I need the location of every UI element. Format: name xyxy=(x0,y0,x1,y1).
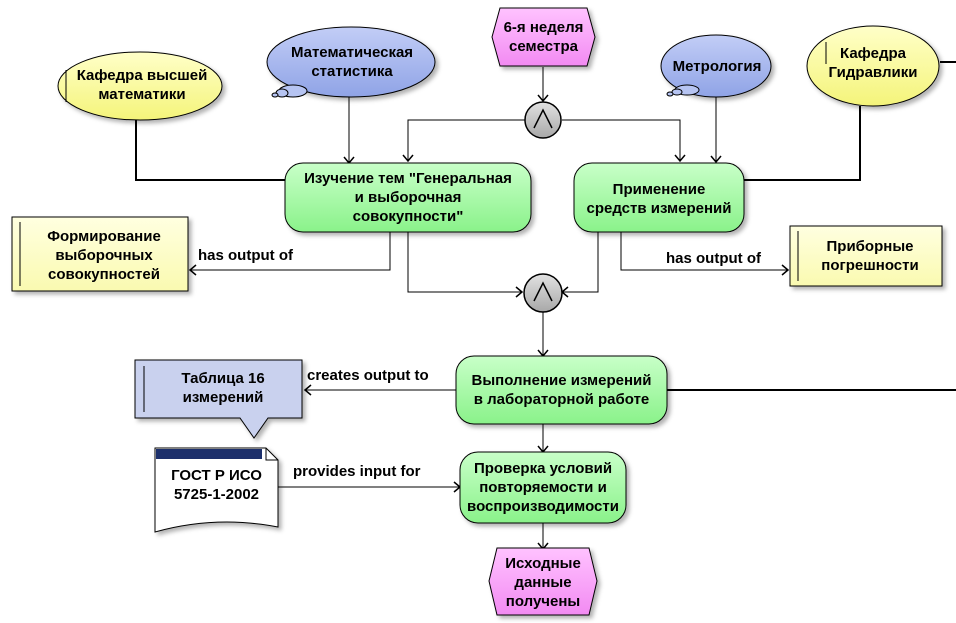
application-stat[interactable] xyxy=(266,26,436,98)
arrow-into-op2-left xyxy=(515,286,524,298)
arrow-into-study-op xyxy=(402,154,414,163)
document-gost-corner xyxy=(265,448,278,461)
document-gost-shape[interactable] xyxy=(154,447,279,533)
edge-study-to-op2 xyxy=(407,232,522,293)
arrow-into-errors xyxy=(781,264,790,276)
edge-study-to-samples xyxy=(190,232,391,271)
arrow-into-samples xyxy=(188,264,197,276)
application-metro-shape[interactable] xyxy=(660,34,772,98)
edge-label-has-output-left: has output of xyxy=(198,247,293,264)
edge-apply-to-errors xyxy=(620,232,788,271)
org-unit-dept-hydro-shape[interactable] xyxy=(806,25,940,107)
function-study-shape[interactable] xyxy=(284,162,532,233)
edge-dept-math-to-study xyxy=(135,120,290,181)
output-table-shape[interactable] xyxy=(134,359,303,439)
arrow-into-apply-metro xyxy=(710,155,722,164)
output-samples-shape[interactable] xyxy=(11,216,189,292)
edge-op1-to-apply xyxy=(562,119,681,160)
function-check-shape[interactable] xyxy=(459,451,627,524)
operator-and-1[interactable] xyxy=(524,101,562,139)
cloud-icon xyxy=(271,84,308,98)
function-measure-shape[interactable] xyxy=(455,355,668,425)
edge-label-has-output-right: has output of xyxy=(666,250,761,267)
output-errors-shape[interactable] xyxy=(789,225,943,287)
event-data-shape[interactable] xyxy=(488,547,598,616)
arrow-into-op1 xyxy=(537,94,549,103)
edge-apply-to-op2 xyxy=(562,232,599,293)
operator-and-2-shape[interactable] xyxy=(523,273,563,313)
org-unit-dept-math-shape[interactable] xyxy=(57,51,223,121)
connectors xyxy=(135,61,956,548)
edge-label-provides-input: provides input for xyxy=(293,463,421,480)
operator-and-2[interactable] xyxy=(523,273,563,313)
org-unit-dept-hydro[interactable] xyxy=(806,25,940,107)
and-operator-icon xyxy=(533,281,553,302)
application-stat-shape[interactable] xyxy=(266,26,436,98)
function-apply-shape[interactable] xyxy=(573,162,745,233)
cloud-icon xyxy=(666,84,700,97)
document-gost[interactable] xyxy=(154,447,279,533)
org-unit-dept-math[interactable] xyxy=(57,51,223,121)
edge-op1-to-study xyxy=(407,119,525,160)
document-gost-header xyxy=(156,449,262,459)
arrowheads xyxy=(188,94,790,551)
operator-and-1-shape[interactable] xyxy=(524,101,562,139)
application-metro[interactable] xyxy=(660,34,772,98)
event-week6-shape[interactable] xyxy=(491,7,596,67)
edge-dept-hydro-to-apply xyxy=(744,106,861,181)
arrow-into-table xyxy=(303,384,312,396)
edge-label-creates-output: creates output to xyxy=(307,367,429,384)
arrow-into-apply-op xyxy=(674,154,686,163)
and-operator-icon xyxy=(533,108,553,129)
